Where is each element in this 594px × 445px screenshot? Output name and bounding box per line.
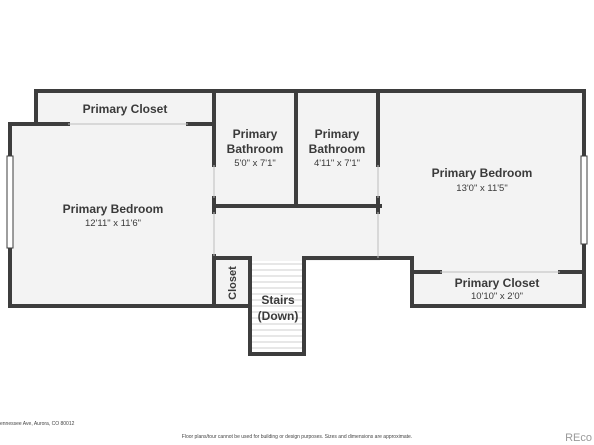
brand-watermark: REco <box>565 432 592 444</box>
room-dims-bath-1: 5'0" x 7'1" <box>234 158 276 169</box>
room-name-closet: Closet <box>227 266 239 300</box>
footer-address: ennessee Ave, Aurora, CO 80012 <box>0 421 75 427</box>
door-jambs <box>68 123 560 273</box>
room-name-bath-1-line2: Bathroom <box>227 142 284 156</box>
room-name-bath-1-line1: Primary <box>233 127 278 141</box>
floor-fills <box>12 91 584 306</box>
room-name-primary-closet-top: Primary Closet <box>83 102 168 116</box>
room-name-bath-2-line1: Primary <box>315 127 360 141</box>
stairs-treads <box>252 263 303 349</box>
room-name-stairs-line1: Stairs <box>261 293 295 307</box>
room-name-stairs-line2: (Down) <box>258 309 299 323</box>
window-left <box>6 155 14 249</box>
room-dims-bath-2: 4'11" x 7'1" <box>314 158 360 169</box>
room-dims-primary-bedroom-right: 13'0" x 11'5" <box>456 183 507 194</box>
windows <box>6 155 588 249</box>
room-name-primary-bedroom-left: Primary Bedroom <box>63 202 164 216</box>
room-name-primary-bedroom-right: Primary Bedroom <box>432 166 533 180</box>
walls <box>8 89 586 356</box>
room-labels: Primary Closet Primary Bedroom 12'11" x … <box>63 102 540 323</box>
room-name-bath-2-line2: Bathroom <box>309 142 366 156</box>
room-dims-primary-closet-bottom: 10'10" x 2'0" <box>471 291 523 302</box>
footer: ennessee Ave, Aurora, CO 80012 Floor pla… <box>0 421 592 444</box>
footer-disclaimer: Floor plans/tour cannot be used for buil… <box>182 434 412 440</box>
window-right <box>580 155 588 245</box>
room-name-primary-closet-bottom: Primary Closet <box>455 276 540 290</box>
room-dims-primary-bedroom-left: 12'11" x 11'6" <box>85 218 141 229</box>
